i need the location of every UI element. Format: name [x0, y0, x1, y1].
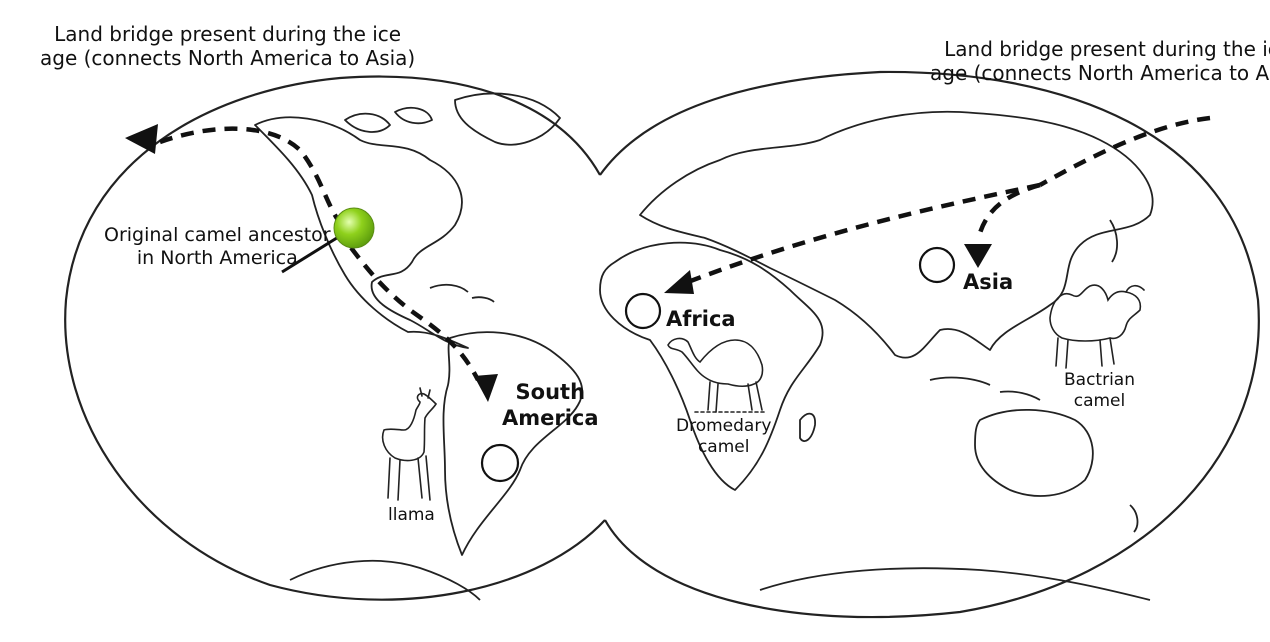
ancestor-label-line2: in North America	[136, 247, 298, 270]
land-bridge-label-left-line1: Land bridge present during the ice	[54, 22, 402, 46]
north-america	[254, 116, 469, 349]
australia	[974, 408, 1094, 497]
ancestor-label: Original camel ancestor in North America	[104, 224, 331, 270]
antarctica-west	[289, 559, 481, 601]
south-america-label: South America	[502, 380, 599, 431]
route-east-to-africa	[679, 182, 1041, 288]
land-bridge-label-left-line2: age (connects North America to Asia)	[40, 46, 416, 71]
dromedary-label-line1: Dromedary	[676, 416, 772, 436]
circle-asia	[918, 246, 956, 284]
answer-circles	[480, 246, 956, 483]
bactrian-label-line2: camel	[1073, 390, 1126, 411]
south-america	[442, 331, 584, 556]
land-bridge-label-right-line1: Land bridge present during the ice	[944, 37, 1270, 61]
eastern-hemisphere	[599, 70, 1260, 619]
dromedary-label: Dromedary camel	[676, 416, 771, 457]
arrowhead-icon	[664, 270, 694, 294]
madagascar	[799, 412, 816, 442]
bactrian-camel-icon	[1049, 284, 1145, 369]
new-zealand	[1129, 504, 1139, 533]
caribbean-islands	[429, 283, 495, 303]
arrowheads	[125, 124, 992, 402]
japan	[1109, 219, 1118, 263]
ancestor-label-line1: Original camel ancestor	[104, 224, 331, 246]
route-to-south-america	[336, 228, 481, 382]
ancestor-pointer-line	[281, 234, 341, 274]
asia-label: Asia	[963, 270, 1014, 294]
south-america-label-line1: South	[515, 380, 586, 404]
greenland	[454, 92, 561, 146]
arctic-islands	[344, 106, 433, 133]
bactrian-label: Bactrian camel	[1064, 370, 1135, 411]
western-hemisphere	[64, 75, 606, 601]
eurasia	[639, 110, 1154, 359]
land-bridge-label-right: Land bridge present during the ice age (…	[930, 37, 1270, 86]
bactrian-label-line1: Bactrian	[1064, 370, 1135, 390]
land-outlines	[254, 92, 1154, 601]
route-west-land-bridge	[159, 126, 340, 222]
llama-label: llama	[388, 505, 435, 525]
route-east-to-asia	[975, 182, 1041, 241]
dromedary-camel-icon	[667, 337, 766, 413]
antarctica-east	[759, 567, 1151, 601]
land-bridge-label-left: Land bridge present during the ice age (…	[40, 22, 415, 71]
south-america-label-line2: America	[502, 405, 599, 430]
arrowhead-icon	[125, 124, 158, 154]
circle-africa	[624, 292, 662, 330]
indonesia	[929, 376, 1041, 401]
africa	[599, 241, 824, 491]
arrowhead-icon	[964, 244, 992, 268]
africa-label: Africa	[666, 307, 736, 331]
arrowhead-icon	[474, 374, 498, 402]
migration-routes	[159, 115, 1211, 382]
ancestor-marker-icon	[333, 207, 375, 249]
route-east-land-bridge	[1038, 115, 1211, 187]
dromedary-label-line2: camel	[697, 436, 750, 457]
land-bridge-label-right-line2: age (connects North America to Asia)	[930, 61, 1270, 86]
hemisphere-outlines	[64, 70, 1260, 619]
circle-south-america	[480, 443, 520, 483]
llama-icon	[381, 387, 438, 501]
